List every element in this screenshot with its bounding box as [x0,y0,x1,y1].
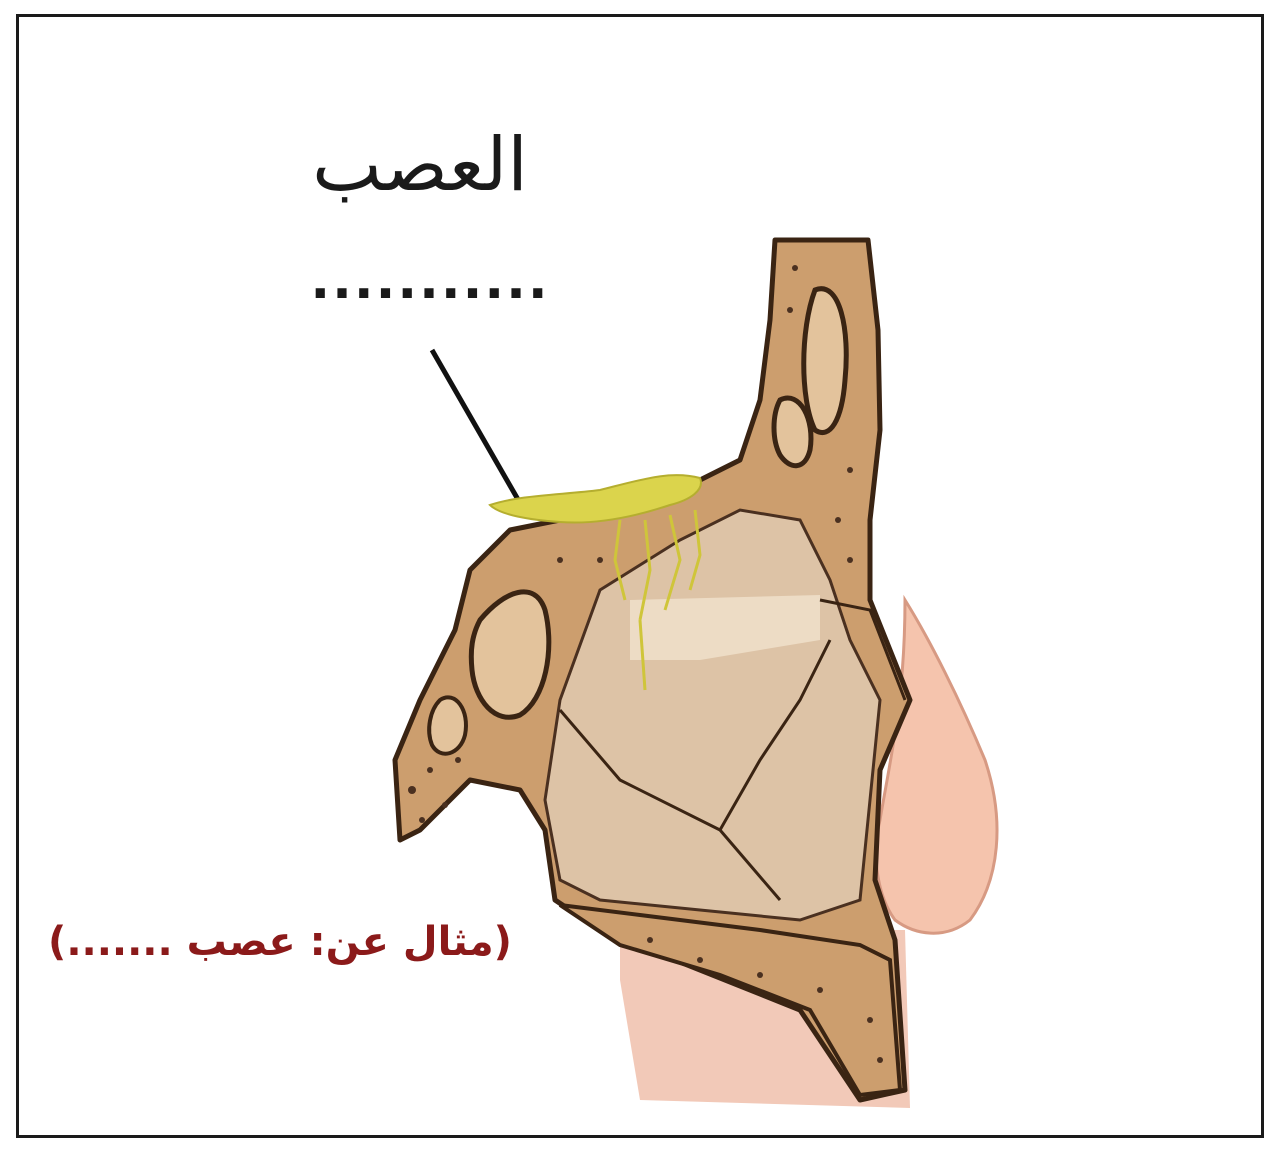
sinus-cell [429,697,466,753]
pointer-line [432,350,520,503]
nose-skin [876,600,997,933]
frontal-sinus [804,289,847,433]
example-prompt: (مثال عن: عصب .......) [40,918,520,966]
sinus-cell [774,398,811,466]
